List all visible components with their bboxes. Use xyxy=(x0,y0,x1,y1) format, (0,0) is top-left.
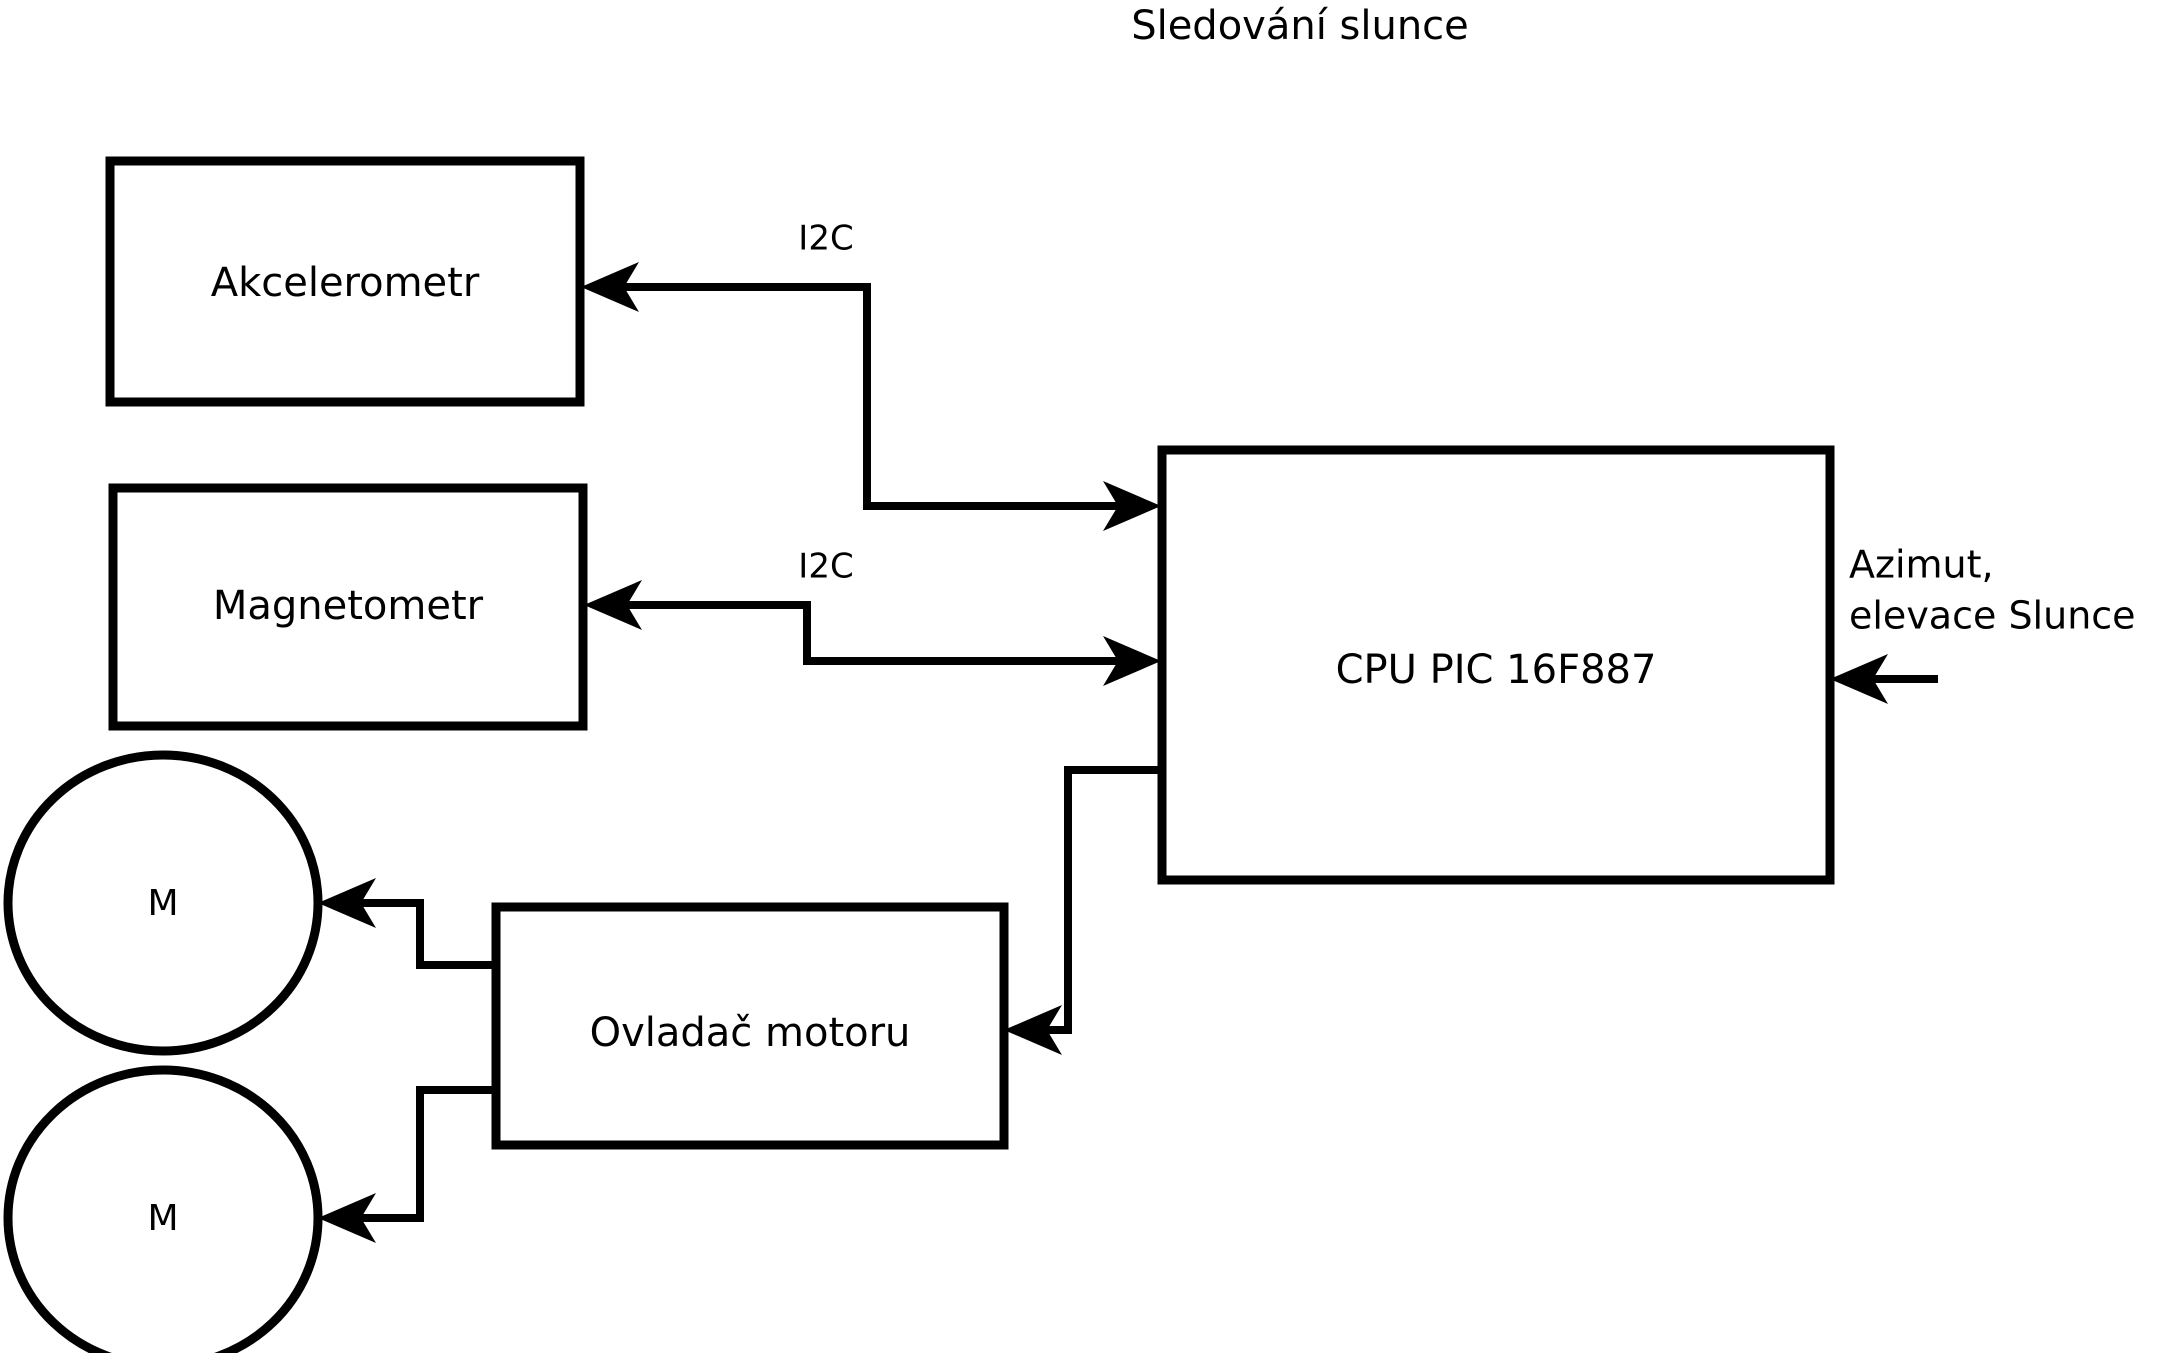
arrow-head-to-accelerometer xyxy=(581,262,639,312)
edge-sun-input-to-cpu: Azimut, elevace Slunce xyxy=(1830,543,2136,704)
magnetometer-box[interactable] xyxy=(108,483,588,731)
i2c-magnetometer-label: I2C xyxy=(798,547,853,587)
arrow-head-to-magnetometer xyxy=(584,580,642,630)
i2c-accelerometer-label: I2C xyxy=(798,219,853,259)
magnetometer-label: Magnetometr xyxy=(213,583,484,629)
arrow-head-to-cpu-lower xyxy=(1103,636,1161,686)
cpu-box[interactable] xyxy=(1157,445,1835,885)
sun-input-label-line2: elevace Slunce xyxy=(1849,594,2136,638)
node-motor-1[interactable]: M xyxy=(3,750,323,1056)
i2c-magnetometer-path xyxy=(613,601,1132,665)
accelerometer-box[interactable] xyxy=(105,156,585,407)
node-magnetometer[interactable]: Magnetometr xyxy=(108,483,588,731)
edge-motor-driver-to-motor-1 xyxy=(318,878,496,969)
motor-driver-motor-1-path xyxy=(347,899,496,969)
arrow-head-to-motor-2 xyxy=(318,1193,376,1243)
i2c-accelerometer-path xyxy=(610,283,1132,510)
node-cpu[interactable]: CPU PIC 16F887 xyxy=(1157,445,1835,885)
sun-input-label-line1: Azimut, xyxy=(1849,543,1994,587)
motor-driver-label: Ovladač motoru xyxy=(590,1010,911,1056)
node-accelerometer[interactable]: Akcelerometr xyxy=(105,156,585,407)
edge-cpu-to-motor-driver xyxy=(1004,766,1162,1055)
edge-i2c-magnetometer: I2C xyxy=(584,547,1161,686)
cpu-label: CPU PIC 16F887 xyxy=(1336,647,1657,693)
motor-2-label: M xyxy=(147,1198,178,1239)
motor-driver-motor-2-path xyxy=(347,1086,496,1222)
edge-motor-driver-to-motor-2 xyxy=(318,1086,496,1243)
motor-1-label: M xyxy=(147,883,178,924)
arrow-head-to-motor-1 xyxy=(318,878,376,928)
cpu-motor-driver-path xyxy=(1033,766,1162,1034)
edge-i2c-accelerometer: I2C xyxy=(581,219,1161,531)
motor-driver-box[interactable] xyxy=(491,902,1009,1150)
node-motor-driver[interactable]: Ovladač motoru xyxy=(491,902,1009,1150)
arrow-head-to-motor-driver xyxy=(1004,1005,1062,1055)
node-motor-2[interactable]: M xyxy=(3,1065,323,1353)
arrow-head-sun-input xyxy=(1830,654,1888,704)
accelerometer-label: Akcelerometr xyxy=(211,260,480,306)
arrow-head-to-cpu-upper xyxy=(1103,481,1161,531)
page-title: Sledování slunce xyxy=(1131,3,1469,49)
